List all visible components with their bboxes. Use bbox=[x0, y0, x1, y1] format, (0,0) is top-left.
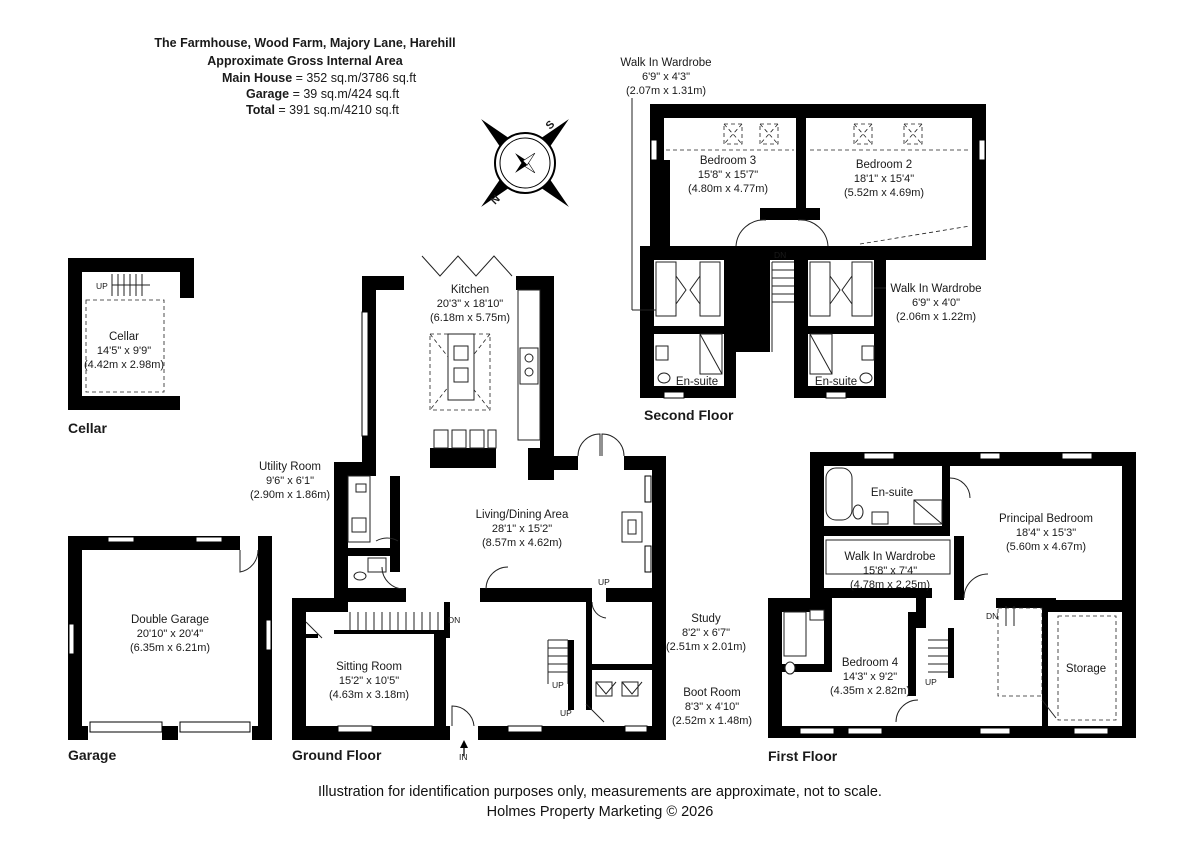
ff-up-mark: UP bbox=[925, 677, 937, 687]
boot-imperial: 8'3" x 4'10" bbox=[685, 701, 739, 713]
garage-plan: Double Garage 20'10" x 20'4" (6.35m x 6.… bbox=[68, 536, 272, 763]
sf-down-mark: DN bbox=[774, 250, 786, 260]
cellar-name: Cellar bbox=[109, 331, 139, 343]
bedroom2-imperial: 18'1" x 15'4" bbox=[854, 173, 914, 185]
bedroom2-name: Bedroom 2 bbox=[856, 159, 912, 171]
utility-name: Utility Room bbox=[259, 461, 321, 473]
garage-area: Garage = 39 sq.m/424 sq.ft bbox=[246, 87, 400, 101]
entrance-mark: IN bbox=[459, 752, 468, 762]
cellar-imperial: 14'5" x 9'9" bbox=[97, 345, 151, 357]
sf-wiw-right-metric: (2.06m x 1.22m) bbox=[896, 311, 976, 323]
property-address: The Farmhouse, Wood Farm, Majory Lane, H… bbox=[154, 36, 455, 50]
area-title: Approximate Gross Internal Area bbox=[207, 54, 403, 68]
sf-wiw-top-imperial: 6'9" x 4'3" bbox=[642, 71, 690, 83]
sf-wiw-right-imperial: 6'9" x 4'0" bbox=[912, 297, 960, 309]
sitting-name: Sitting Room bbox=[336, 661, 402, 673]
storage-name: Storage bbox=[1066, 663, 1106, 675]
boot-name: Boot Room bbox=[683, 687, 741, 699]
utility-imperial: 9'6" x 6'1" bbox=[266, 475, 314, 487]
living-metric: (8.57m x 4.62m) bbox=[482, 537, 562, 549]
garage-label: Garage bbox=[246, 87, 289, 101]
ground-floor-label: Ground Floor bbox=[292, 747, 382, 763]
garage-value: = 39 sq.m/424 sq.ft bbox=[289, 87, 400, 101]
ground-down-mark: DN bbox=[448, 615, 460, 625]
disclaimer-text: Illustration for identification purposes… bbox=[318, 784, 882, 800]
sf-ensuite-left-name: En-suite bbox=[676, 376, 718, 388]
cellar-stairs bbox=[111, 274, 150, 296]
study-name: Study bbox=[691, 613, 721, 625]
kitchen-metric: (6.18m x 5.75m) bbox=[430, 312, 510, 324]
main-house-area: Main House = 352 sq.m/3786 sq.ft bbox=[222, 71, 417, 85]
garage-room-name: Double Garage bbox=[131, 614, 209, 626]
first-floor-label: First Floor bbox=[768, 748, 838, 764]
sitting-imperial: 15'2" x 10'5" bbox=[339, 675, 399, 687]
bedroom3-name: Bedroom 3 bbox=[700, 155, 756, 167]
cellar-up-mark: UP bbox=[96, 281, 108, 291]
ground-up-mark-1: UP bbox=[598, 577, 610, 587]
garage-room-imperial: 20'10" x 20'4" bbox=[137, 628, 204, 640]
garage-floor-label: Garage bbox=[68, 747, 116, 763]
principal-metric: (5.60m x 4.67m) bbox=[1006, 541, 1086, 553]
sf-ensuite-right-name: En-suite bbox=[815, 376, 857, 388]
ff-ensuite-name: En-suite bbox=[871, 487, 913, 499]
cellar-plan: UP Cellar 14'5" x 9'9" (4.42m x 2.98m) C… bbox=[68, 258, 194, 436]
bedroom2-metric: (5.52m x 4.69m) bbox=[844, 187, 924, 199]
second-floor-plan: Walk In Wardrobe 6'9" x 4'3" (2.07m x 1.… bbox=[620, 57, 986, 423]
boot-metric: (2.52m x 1.48m) bbox=[672, 715, 752, 727]
main-house-value: = 352 sq.m/3786 sq.ft bbox=[292, 71, 417, 85]
area-header: The Farmhouse, Wood Farm, Majory Lane, H… bbox=[154, 36, 455, 117]
living-name: Living/Dining Area bbox=[476, 509, 569, 521]
ff-wiw-imperial: 15'8" x 7'4" bbox=[863, 565, 917, 577]
total-value: = 391 sq.m/4210 sq.ft bbox=[275, 103, 400, 117]
bedroom3-metric: (4.80m x 4.77m) bbox=[688, 183, 768, 195]
ground-up-mark-2: UP bbox=[552, 680, 564, 690]
first-floor-plan: En-suite Principal Bedroom 18'4" x 15'3"… bbox=[768, 452, 1136, 764]
bedroom4-name: Bedroom 4 bbox=[842, 657, 899, 669]
copyright-text: Holmes Property Marketing © 2026 bbox=[486, 804, 714, 820]
ff-down-mark: DN bbox=[986, 611, 998, 621]
utility-metric: (2.90m x 1.86m) bbox=[250, 489, 330, 501]
kitchen-imperial: 20'3" x 18'10" bbox=[437, 298, 504, 310]
sf-wiw-right-name: Walk In Wardrobe bbox=[890, 283, 981, 295]
sf-wiw-top-metric: (2.07m x 1.31m) bbox=[626, 85, 706, 97]
bedroom4-metric: (4.35m x 2.82m) bbox=[830, 685, 910, 697]
ground-floor-plan: Kitchen 20'3" x 18'10" (6.18m x 5.75m) U… bbox=[250, 255, 752, 763]
cellar-metric: (4.42m x 2.98m) bbox=[84, 359, 164, 371]
total-area: Total = 391 sq.m/4210 sq.ft bbox=[246, 103, 400, 117]
bedroom4-imperial: 14'3" x 9'2" bbox=[843, 671, 897, 683]
sitting-metric: (4.63m x 3.18m) bbox=[329, 689, 409, 701]
ff-wiw-name: Walk In Wardrobe bbox=[844, 551, 935, 563]
total-label: Total bbox=[246, 103, 275, 117]
ff-wiw-metric: (4.78m x 2.25m) bbox=[850, 579, 930, 591]
study-metric: (2.51m x 2.01m) bbox=[666, 641, 746, 653]
compass-icon: N S bbox=[481, 118, 569, 207]
sf-wiw-top-name: Walk In Wardrobe bbox=[620, 57, 711, 69]
principal-imperial: 18'4" x 15'3" bbox=[1016, 527, 1076, 539]
kitchen-name: Kitchen bbox=[451, 284, 489, 296]
bedroom3-imperial: 15'8" x 15'7" bbox=[698, 169, 758, 181]
second-floor-label: Second Floor bbox=[644, 407, 734, 423]
ground-up-mark-3: UP bbox=[560, 708, 572, 718]
cellar-floor-label: Cellar bbox=[68, 420, 107, 436]
garage-room-metric: (6.35m x 6.21m) bbox=[130, 642, 210, 654]
main-house-label: Main House bbox=[222, 71, 292, 85]
principal-name: Principal Bedroom bbox=[999, 513, 1093, 525]
living-imperial: 28'1" x 15'2" bbox=[492, 523, 552, 535]
study-imperial: 8'2" x 6'7" bbox=[682, 627, 730, 639]
